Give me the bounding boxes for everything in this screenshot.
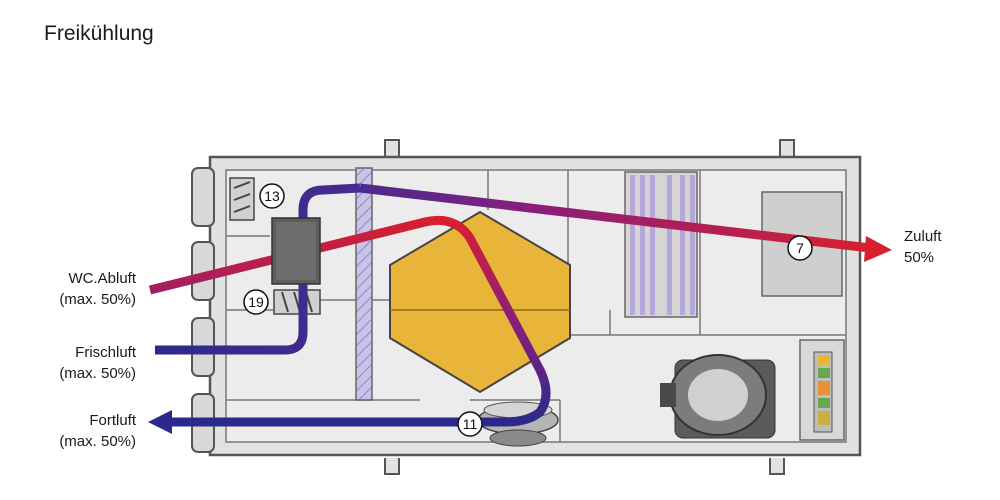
label-wc-abluft-name: WC.Abluft: [68, 270, 136, 287]
label-wc-abluft: WC.Abluft (max. 50%): [30, 268, 136, 310]
zuluft-arrowhead: [864, 236, 892, 262]
control-board: [799, 339, 845, 441]
airflow-supply-top: [359, 183, 871, 253]
svg-text:19: 19: [248, 294, 264, 310]
marker-13: 13: [259, 183, 285, 209]
mounting-tabs: [384, 139, 795, 475]
damper-13: [229, 177, 255, 221]
label-fortluft-name: Fortluft: [89, 412, 136, 429]
label-wc-abluft-share: (max. 50%): [59, 291, 136, 308]
label-fortluft-share: (max. 50%): [59, 433, 136, 450]
marker-19: 19: [243, 289, 269, 315]
svg-text:11: 11: [463, 416, 478, 432]
label-zuluft-name: Zuluft: [904, 228, 942, 245]
label-fortluft: Fortluft (max. 50%): [30, 410, 136, 452]
filter-column: [355, 167, 373, 401]
label-zuluft-share: 50%: [904, 249, 935, 266]
label-frischluft-share: (max. 50%): [59, 365, 136, 382]
marker-11: 11: [457, 411, 483, 437]
marker-7: 7: [787, 235, 813, 261]
svg-text:7: 7: [796, 240, 804, 256]
filter-bank: [624, 171, 698, 318]
damper-19: [273, 289, 321, 315]
fortluft-arrowhead: [148, 410, 172, 434]
label-frischluft-name: Frischluft: [75, 344, 136, 361]
label-zuluft: Zuluft 50%: [904, 226, 942, 268]
compressor: [660, 354, 776, 439]
diagram-title: Freikühlung: [44, 22, 154, 45]
svg-text:13: 13: [264, 188, 280, 204]
label-frischluft: Frischluft (max. 50%): [30, 342, 136, 384]
airflow-wc-abluft: [148, 215, 551, 427]
